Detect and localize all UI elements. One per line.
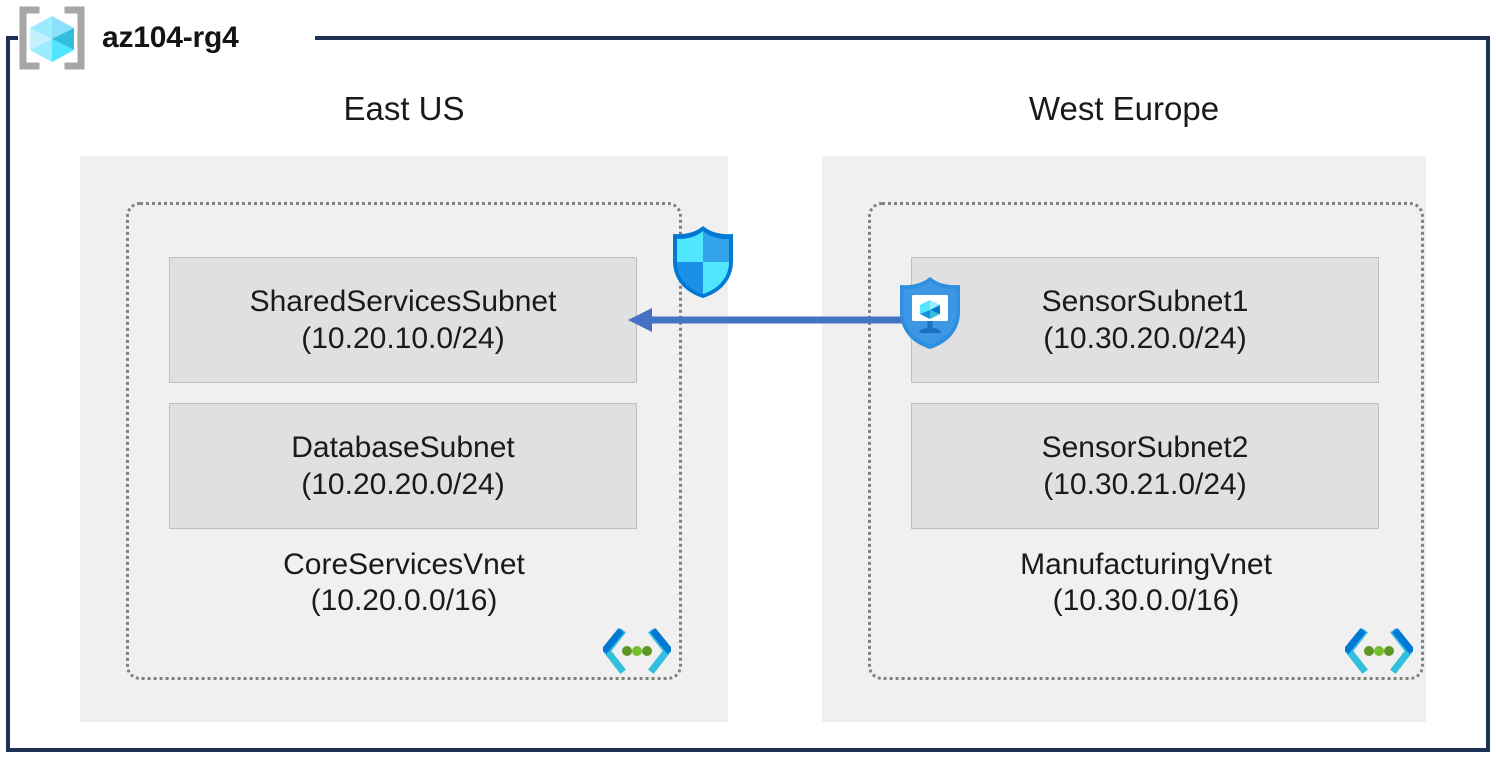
resource-group-badge: az104-rg4: [14, 6, 239, 70]
subnet-cidr: (10.30.20.0/24): [1043, 322, 1247, 355]
subnet-cidr: (10.20.20.0/24): [301, 468, 505, 501]
vnet-manufacturing[interactable]: SensorSubnet1 (10.30.20.0/24): [868, 202, 1424, 680]
subnet-database[interactable]: DatabaseSubnet (10.20.20.0/24): [169, 403, 637, 529]
subnet-name: SensorSubnet1: [1041, 284, 1249, 318]
resource-group-icon: [19, 6, 85, 70]
subnet-shared-services[interactable]: SharedServicesSubnet (10.20.10.0/24): [169, 257, 637, 383]
vnet-name: ManufacturingVnet: [1020, 548, 1272, 581]
subnet-name: SensorSubnet2: [1041, 430, 1249, 464]
vnet-cidr: (10.30.0.0/16): [1052, 584, 1240, 617]
region-west-europe: West Europe SensorSubnet1 (10.30.20.0/24…: [822, 90, 1426, 730]
vnet-cidr: (10.20.0.0/16): [310, 584, 498, 617]
vnet-caption-core-services: CoreServicesVnet (10.20.0.0/16): [129, 547, 679, 619]
application-security-group-icon: [900, 277, 960, 349]
vnet-caption-manufacturing: ManufacturingVnet (10.30.0.0/16): [871, 547, 1421, 619]
subnet-cidr: (10.20.10.0/24): [301, 322, 505, 355]
resource-group-frame: [6, 36, 1490, 752]
subnet-sensor-1[interactable]: SensorSubnet1 (10.30.20.0/24): [900, 257, 1379, 383]
network-security-group-icon: [673, 226, 733, 298]
subnet-cidr: (10.30.21.0/24): [1043, 468, 1247, 501]
region-label-east-us: East US: [343, 90, 465, 127]
frame-top-right-stub: [315, 36, 1490, 40]
frame-top-left-stub: [6, 36, 18, 40]
region-label-west-europe: West Europe: [1028, 90, 1220, 127]
subnet-name: DatabaseSubnet: [291, 430, 515, 464]
resource-group-name: az104-rg4: [102, 21, 239, 54]
region-east-us: East US SharedServicesSubnet (10.20.10.0…: [80, 90, 733, 730]
vnet-name: CoreServicesVnet: [283, 548, 525, 581]
subnet-name: SharedServicesSubnet: [249, 284, 557, 318]
virtual-network-icon: [1345, 628, 1413, 674]
subnet-sensor-2[interactable]: SensorSubnet2 (10.30.21.0/24): [911, 403, 1379, 529]
vnet-core-services[interactable]: SharedServicesSubnet (10.20.10.0/24) Dat…: [126, 202, 733, 680]
virtual-network-icon: [603, 628, 671, 674]
vnet-peering-arrow: [628, 308, 924, 332]
